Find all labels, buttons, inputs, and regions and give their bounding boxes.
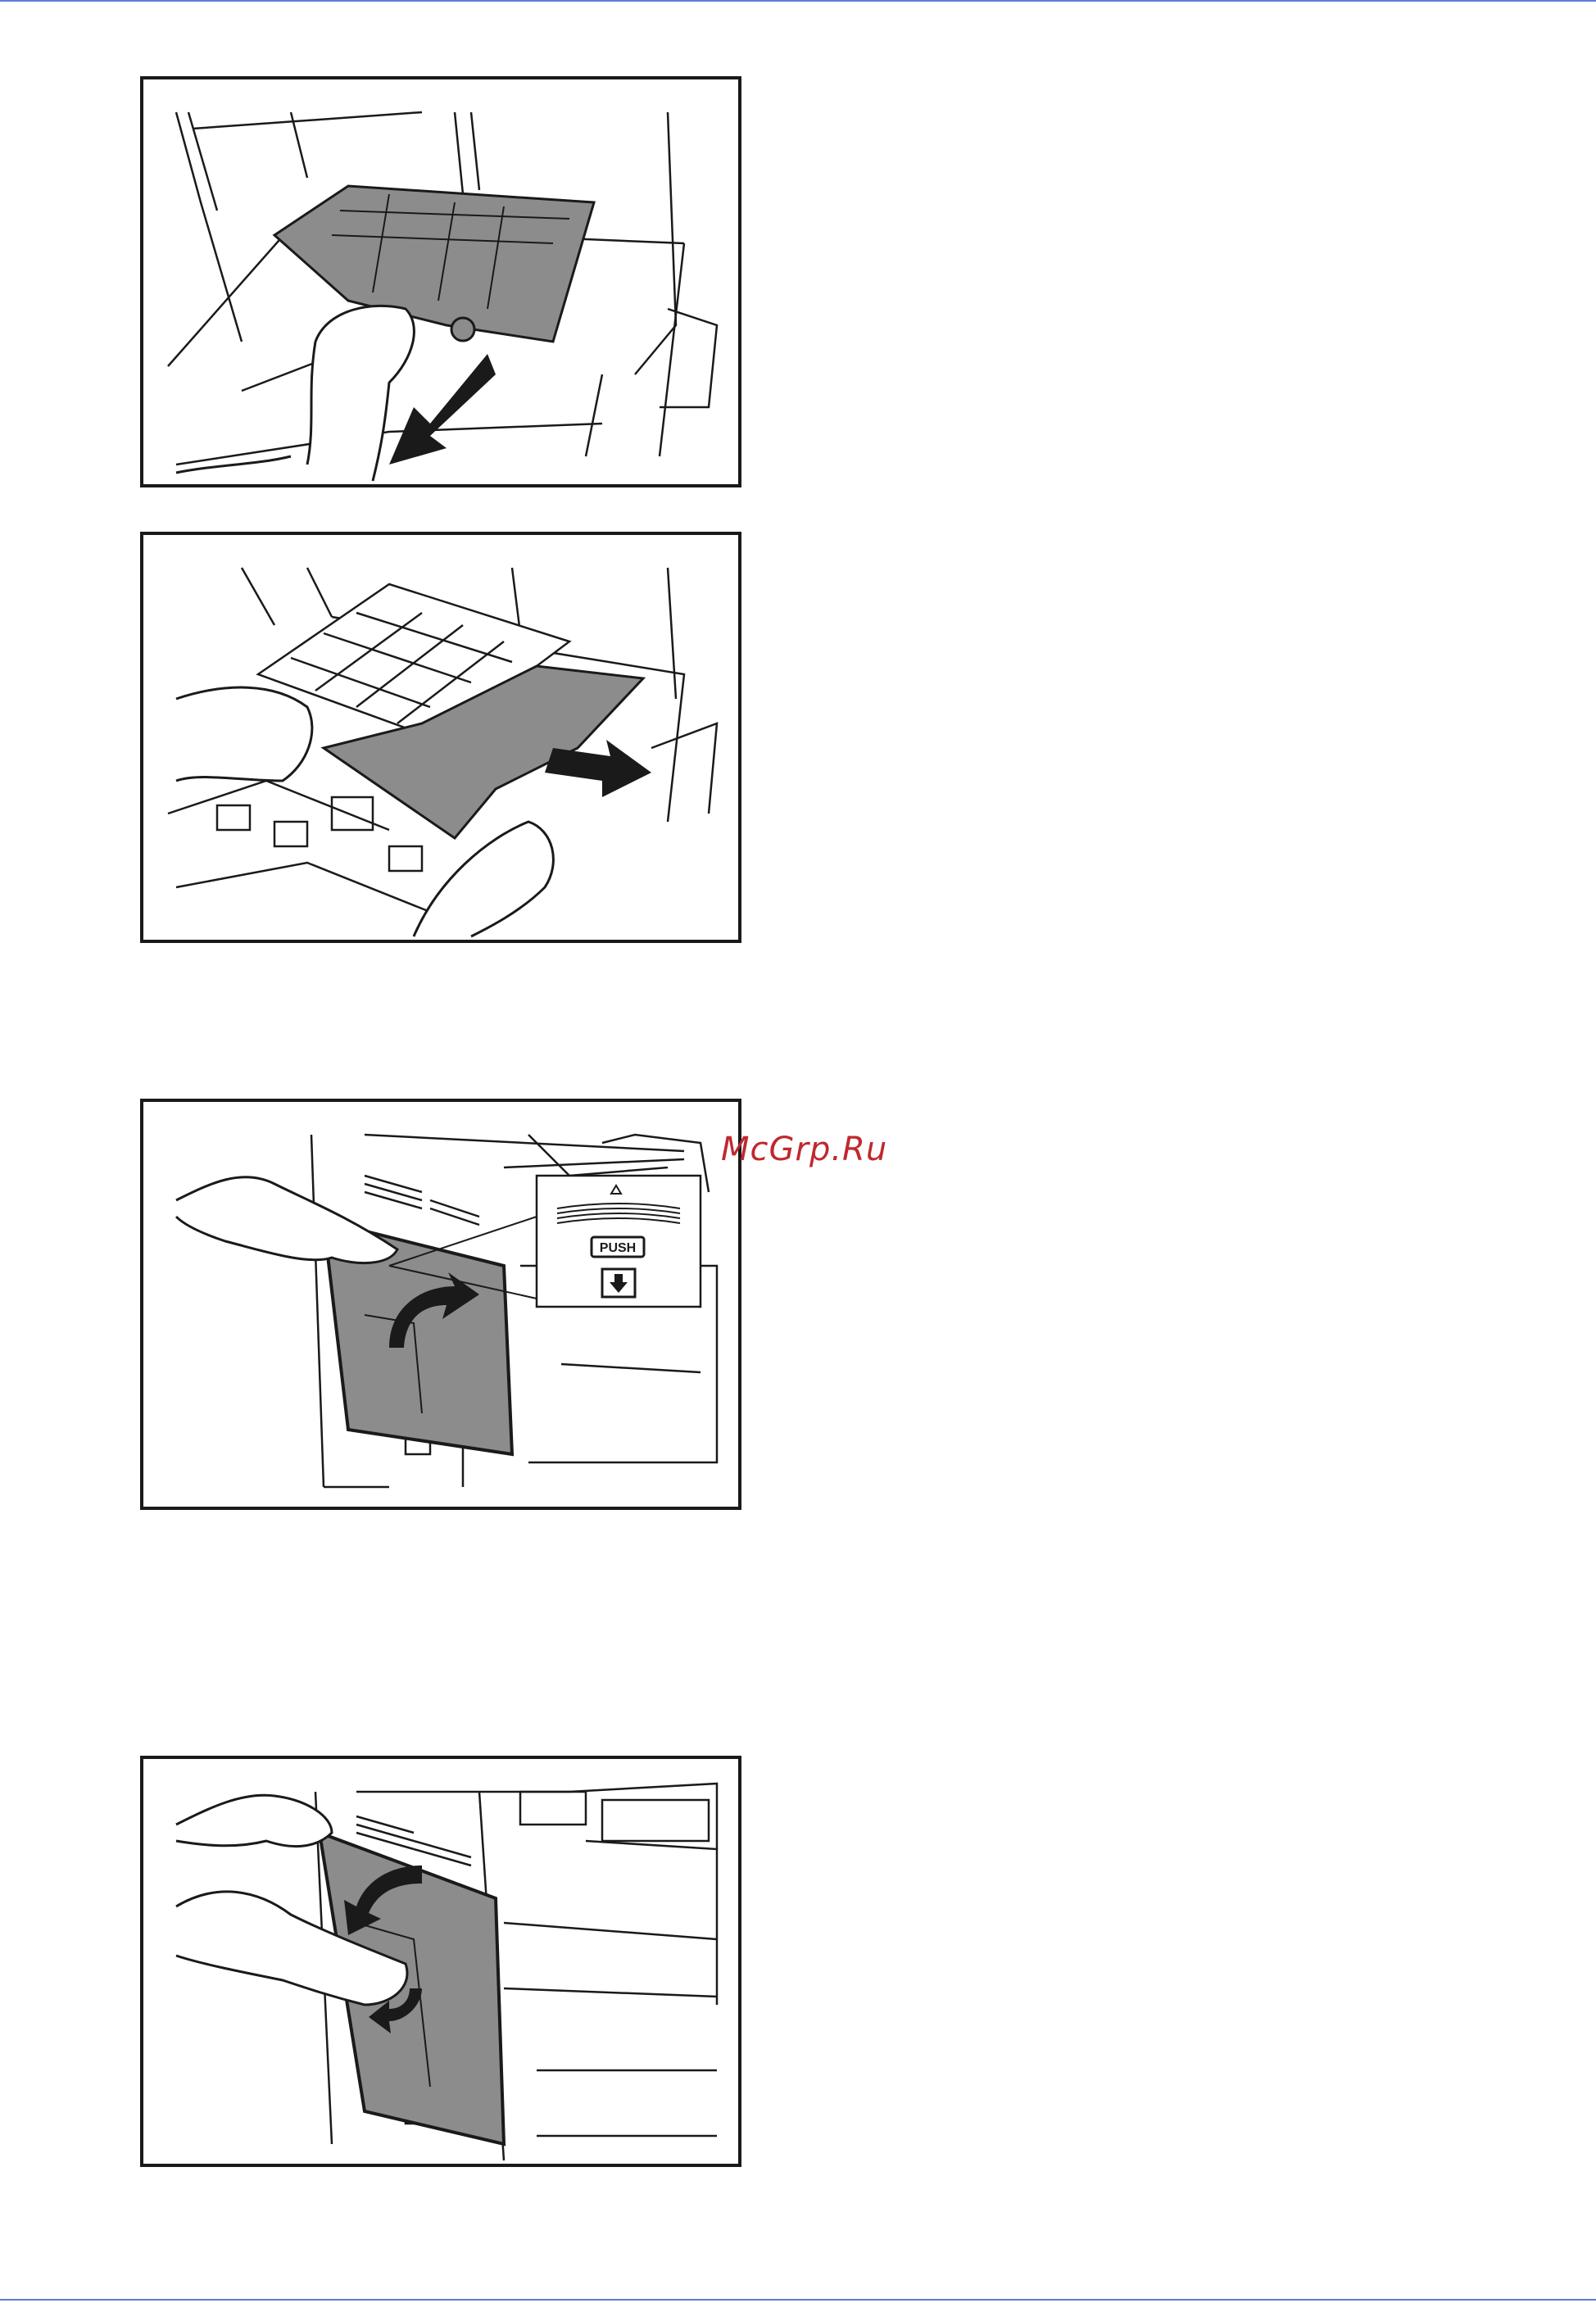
push-label: PUSH xyxy=(600,1241,636,1255)
illustration-remove-part xyxy=(143,79,738,484)
figure-remove-cassette-part xyxy=(140,76,741,487)
cassette-part xyxy=(274,186,594,342)
top-rule xyxy=(0,0,1596,2)
hand-icon xyxy=(414,822,553,936)
arrow-icon xyxy=(389,354,496,465)
hand-icon xyxy=(176,1795,332,1846)
watermark-text: McGrp.Ru xyxy=(721,1131,887,1168)
hand-icon xyxy=(176,1177,397,1263)
illustration-close-panel: PUSH xyxy=(143,1102,738,1507)
hand-icon xyxy=(176,687,312,781)
figure-close-side-panel: PUSH xyxy=(140,1099,741,1510)
hand-icon xyxy=(176,306,414,481)
illustration-remove-paper xyxy=(143,535,738,940)
figure-open-side-panel xyxy=(140,1756,741,2167)
figure-remove-jammed-paper xyxy=(140,532,741,943)
illustration-open-panel xyxy=(143,1759,738,2164)
bottom-rule xyxy=(0,2299,1596,2301)
